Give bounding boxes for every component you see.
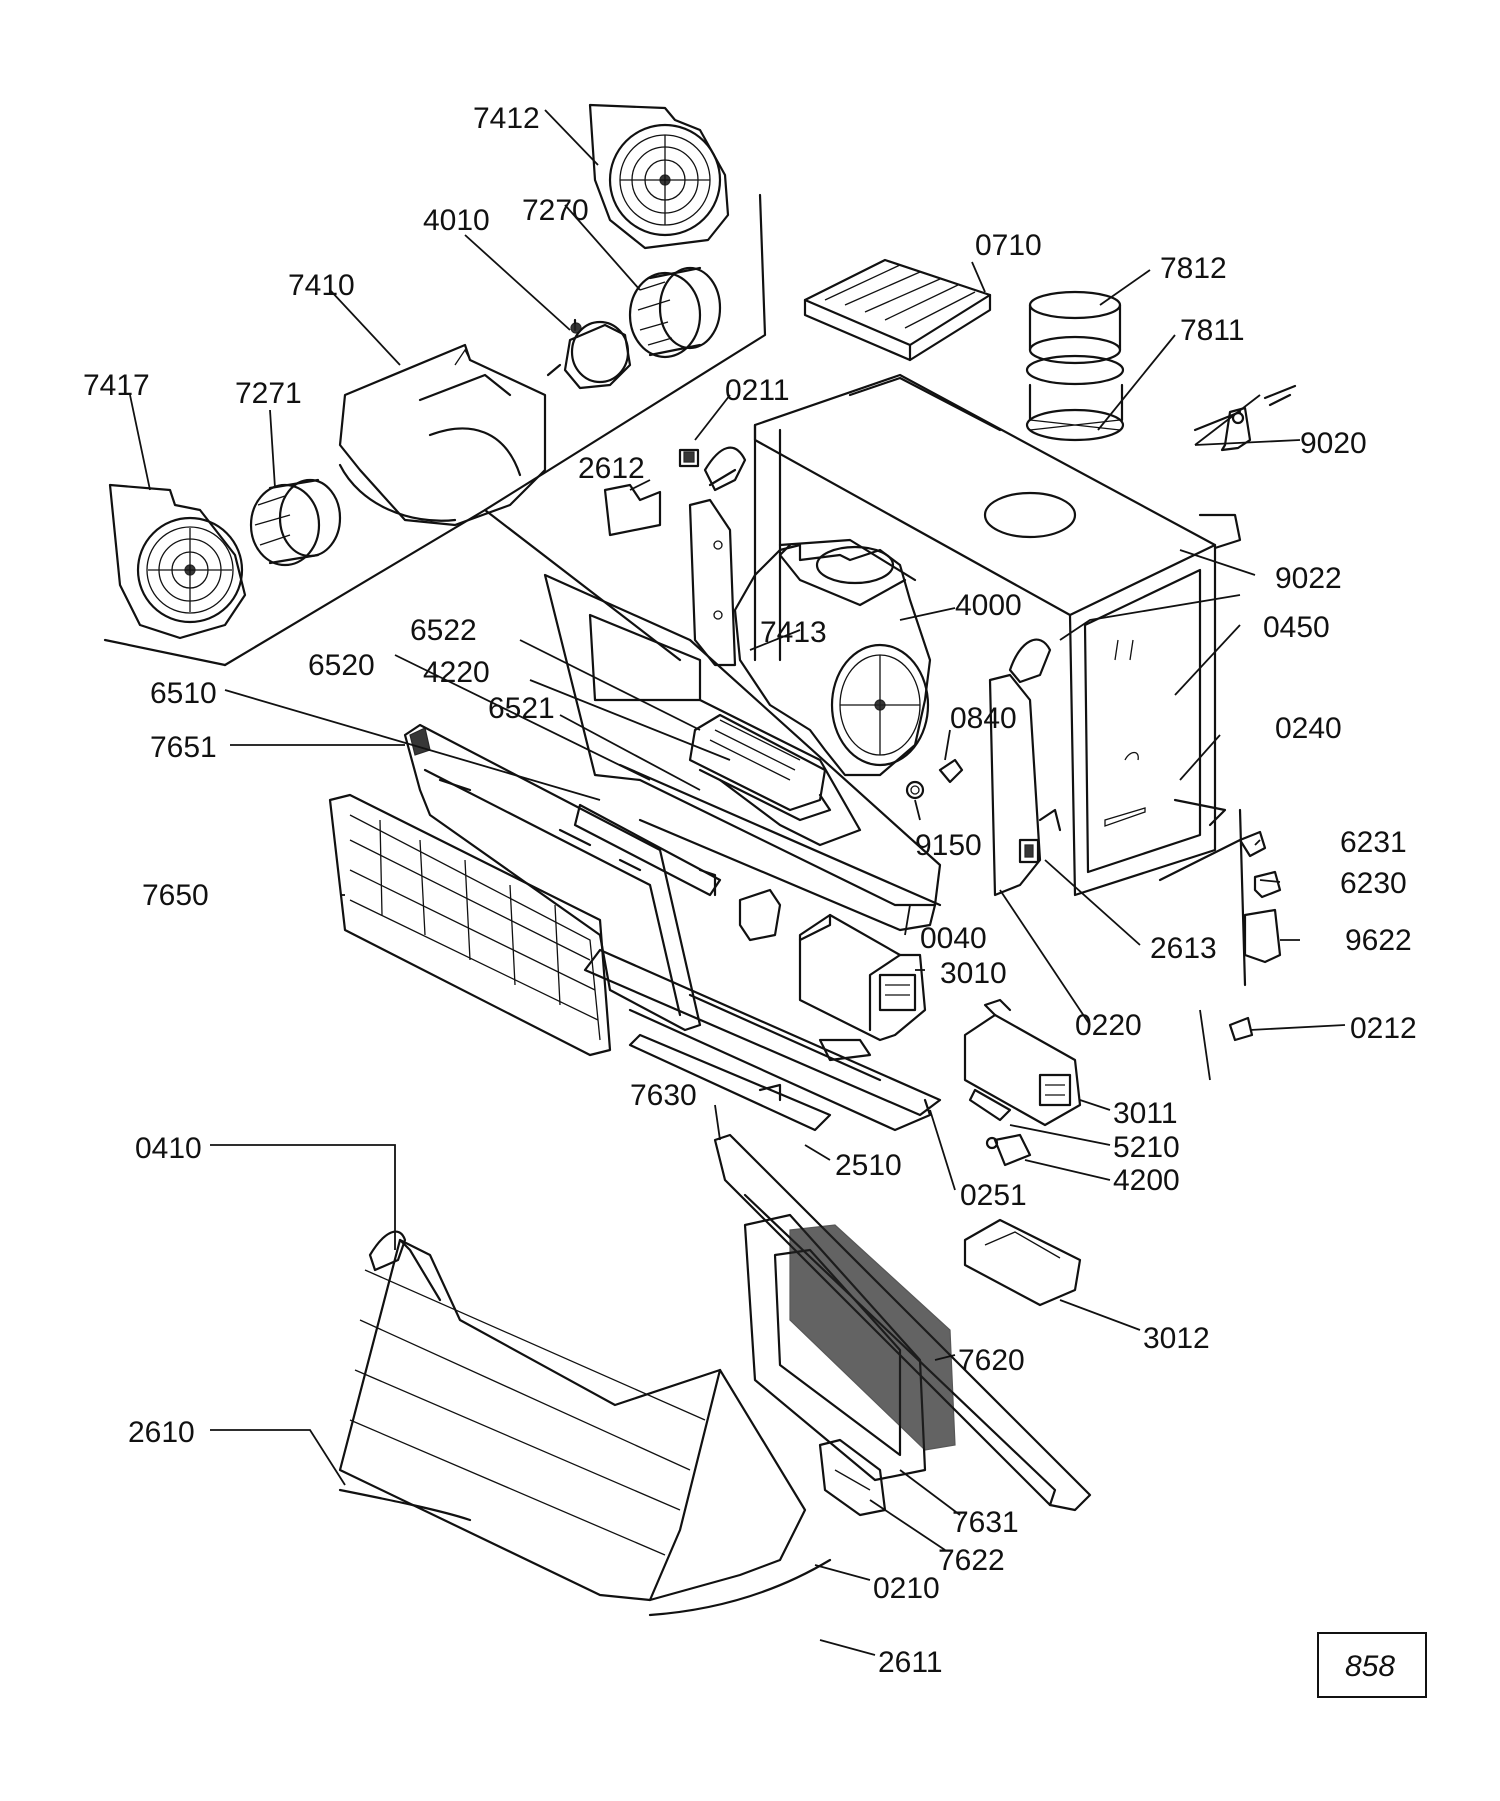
label-2610: 2610 [128,1416,195,1449]
label-0210: 0210 [873,1572,940,1605]
part-labels: 7412 7270 4010 7410 7417 7271 0710 7812 … [83,102,1417,1679]
label-7620: 7620 [958,1344,1025,1377]
page-number: 858 [1345,1650,1395,1683]
scroll-housing [338,343,547,527]
label-7630: 7630 [630,1079,697,1112]
label-0040: 0040 [920,922,987,955]
label-0710: 0710 [975,229,1042,262]
capacitor-small [985,1133,1032,1167]
label-5210: 5210 [1113,1131,1180,1164]
lower-trim-bar [638,818,937,932]
switch-housing [963,1218,1082,1307]
capacitor-box [963,998,1082,1127]
label-2611: 2611 [878,1646,943,1679]
top-filter-panel [803,258,992,362]
access-panel [713,1133,1092,1512]
label-6230: 6230 [1340,867,1407,900]
label-7622: 7622 [938,1544,1005,1577]
label-2510: 2510 [835,1149,902,1182]
label-6521: 6521 [488,692,555,725]
label-0450: 0450 [1263,611,1330,644]
label-0251: 0251 [960,1179,1027,1212]
label-7413: 7413 [760,616,827,649]
label-7811: 7811 [1180,314,1245,347]
label-3012: 3012 [1143,1322,1210,1355]
front-clip [368,1230,407,1272]
label-9022: 9022 [1275,562,1342,595]
label-7651: 7651 [150,731,217,764]
right-side-panel [988,673,1062,897]
label-9150: 9150 [915,829,982,862]
label-2613: 2613 [1150,932,1217,965]
cable-guide-right [1008,638,1052,684]
clip-top [678,448,700,468]
label-7650: 7650 [142,879,209,912]
label-0220: 0220 [1075,1009,1142,1042]
page-number-box: 858 [1317,1632,1427,1698]
lower-rail-assembly [583,948,942,1132]
blower-housing-left [108,483,247,640]
switch-parts [1158,808,1282,1042]
cable-guide-arch [703,446,747,492]
light-module [688,713,832,822]
grease-filter [328,793,612,1057]
label-0410: 0410 [135,1132,202,1165]
label-4200: 4200 [1113,1164,1180,1197]
label-3011: 3011 [1113,1097,1178,1130]
label-0212: 0212 [1350,1012,1417,1045]
filter-frame [403,723,702,1032]
blower-motor [546,318,632,390]
label-7410: 7410 [288,269,355,302]
front-panel [338,1238,832,1617]
light-bar [573,803,722,897]
blower-housing-top [588,103,730,250]
label-2612: 2612 [578,452,645,485]
terminal-block [738,888,782,942]
label-6520: 6520 [308,649,375,682]
label-7271: 7271 [235,377,302,410]
transformer-box [798,913,927,1042]
label-6522: 6522 [410,614,477,647]
front-control-frame [543,573,942,907]
impeller-right [628,266,722,359]
label-4000: 4000 [955,589,1022,622]
side-bracket-small [603,483,662,537]
label-4220: 4220 [423,656,490,689]
label-7631: 7631 [952,1506,1019,1539]
leader-lines [129,109,1346,1656]
impeller-left [249,478,342,567]
label-0840: 0840 [950,702,1017,735]
label-7812: 7812 [1160,252,1227,285]
label-6231: 6231 [1340,826,1407,859]
blower-group-outline [103,193,767,667]
label-9622: 9622 [1345,924,1412,957]
left-side-rail [688,498,737,667]
label-9020: 9020 [1300,427,1367,460]
label-7417: 7417 [83,369,150,402]
label-4010: 4010 [423,204,490,237]
label-7412: 7412 [473,102,540,135]
label-0211: 0211 [725,374,790,407]
label-3010: 3010 [940,957,1007,990]
label-7270: 7270 [522,194,589,227]
label-0240: 0240 [1275,712,1342,745]
duct-collar [1025,290,1125,442]
main-blower-module [733,538,932,777]
main-housing-body [753,373,1242,897]
small-fasteners [905,758,964,800]
label-6510: 6510 [150,677,217,710]
